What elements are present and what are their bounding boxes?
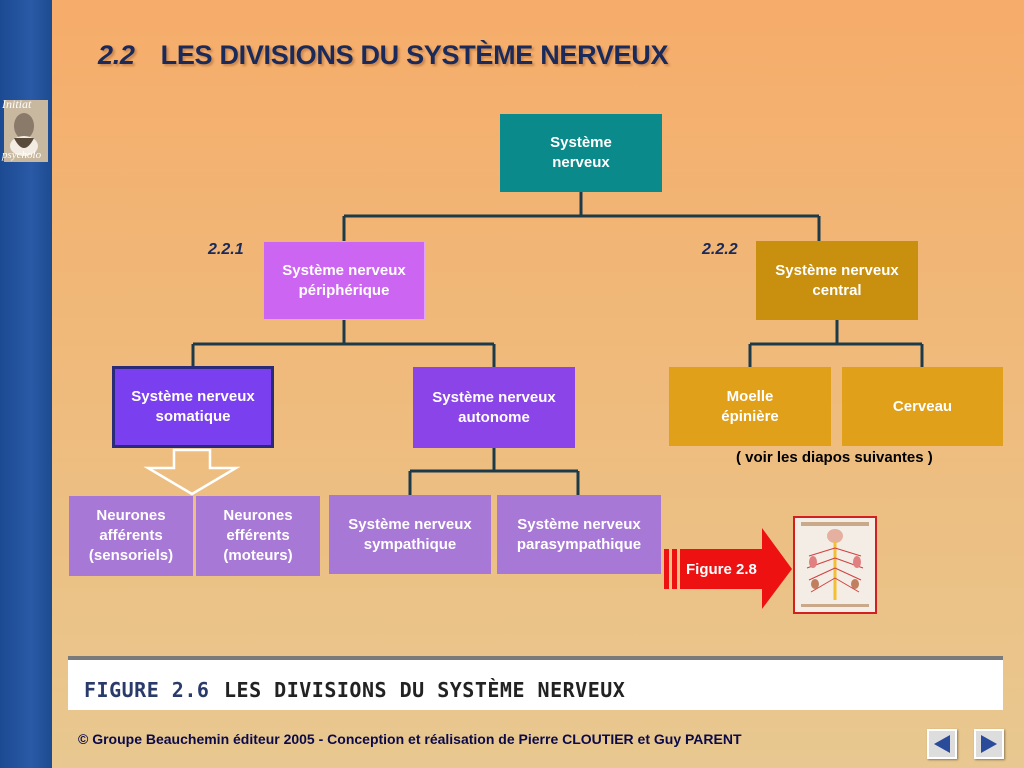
figure-caption-band: FIGURE 2.6 LES DIVISIONS DU SYSTÈME NERV… <box>68 656 1003 710</box>
sidebar: Initiat psycholo <box>0 0 52 768</box>
see-next-slides-note: ( voir les diapos suivantes ) <box>736 449 933 466</box>
spinal-cord-node: Moelle épinière <box>669 367 831 446</box>
parasympathetic-node: Système nerveux parasympathique <box>497 495 661 574</box>
previous-slide-button[interactable] <box>927 729 957 759</box>
sympathetic-node: Système nerveux sympathique <box>329 495 491 574</box>
figure-title: LES DIVISIONS DU SYSTÈME NERVEUX <box>224 678 626 702</box>
left-triangle-icon <box>934 735 950 753</box>
section-label-central: 2.2.2 <box>702 241 738 258</box>
central-node: Système nerveux central <box>756 241 918 320</box>
right-triangle-icon <box>981 735 997 753</box>
efferent-neurons-node: Neurones efférents (moteurs) <box>196 496 320 576</box>
autonomic-node: Système nerveux autonome <box>413 367 575 448</box>
striped-arrow-icon <box>664 528 792 609</box>
figure-number: FIGURE 2.6 <box>84 678 210 702</box>
root-node: Système nerveux <box>500 114 662 192</box>
down-arrow-icon <box>143 448 241 496</box>
page-title: 2.2 LES DIVISIONS DU SYSTÈME NERVEUX <box>98 40 668 71</box>
svg-text:psycholo: psycholo <box>1 149 42 161</box>
section-label-peripheral: 2.2.1 <box>208 241 244 258</box>
somatic-node: Système nerveux somatique <box>112 366 274 448</box>
brain-node: Cerveau <box>842 367 1003 446</box>
afferent-neurons-node: Neurones afférents (sensoriels) <box>69 496 193 576</box>
svg-text:Initiat: Initiat <box>1 97 32 111</box>
copyright-footer: © Groupe Beauchemin éditeur 2005 - Conce… <box>78 731 742 747</box>
next-slide-button[interactable] <box>974 729 1004 759</box>
figure-thumbnail[interactable] <box>793 516 877 614</box>
peripheral-node: Système nerveux périphérique <box>263 241 425 320</box>
title-text: LES DIVISIONS DU SYSTÈME NERVEUX <box>160 40 669 70</box>
nervous-system-thumbnail-icon <box>801 522 869 607</box>
section-number: 2.2 <box>98 40 135 70</box>
freud-portrait-logo: Initiat psycholo <box>1 97 48 162</box>
figure-link-label[interactable]: Figure 2.8 <box>686 561 757 578</box>
